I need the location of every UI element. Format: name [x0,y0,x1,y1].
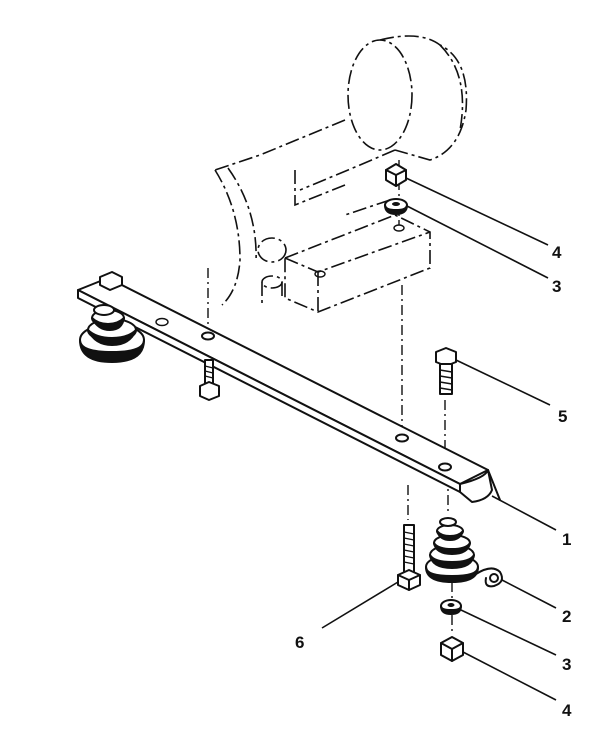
callout-nut-bottom: 4 [562,701,572,720]
bottom-washer [440,599,462,615]
callout-bracket: 1 [562,530,571,549]
phantom-engine-outline [214,35,468,313]
bottom-bolt [397,524,421,591]
mounting-bracket [77,271,501,503]
callout-nut-top: 4 [552,243,562,262]
top-bolt [435,347,457,395]
bottom-nut [440,636,464,662]
top-washer [384,198,408,215]
leader-lines [321,177,557,701]
rubber-mount-exploded [425,517,503,588]
callout-labels: 4 3 5 1 2 6 3 4 [295,243,572,720]
callout-washer-top: 3 [552,277,561,296]
top-nut [385,163,407,187]
callout-bolt-top: 5 [558,407,567,426]
callout-bolt-bottom: 6 [295,633,304,652]
callout-mount: 2 [562,607,571,626]
callout-washer-bottom: 3 [562,655,571,674]
rubber-mount-left [79,304,145,363]
bolt-under-bracket [199,359,220,401]
